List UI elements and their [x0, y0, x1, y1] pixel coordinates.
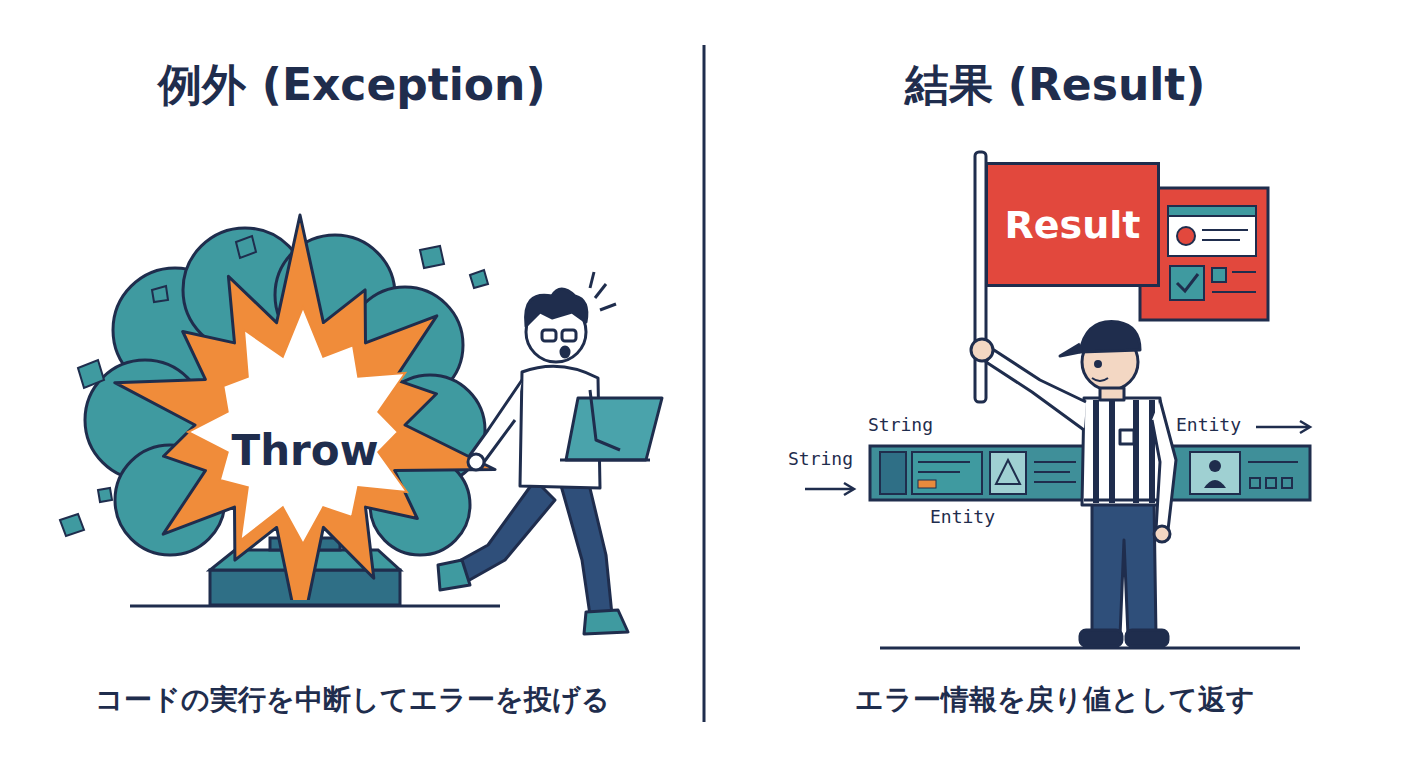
panel-caption: エラー情報を戻り値として返す: [730, 684, 1380, 716]
type-label: Entity: [930, 507, 995, 528]
result-flag: Result: [985, 162, 1160, 287]
explosion-core: [188, 307, 407, 544]
type-label: String: [788, 449, 853, 470]
ground-line: [880, 647, 1300, 650]
node-text: Result: [988, 203, 1157, 247]
panel-heading: 結果 (Result): [755, 60, 1355, 111]
running-developer: [438, 272, 662, 634]
ground-line: [130, 605, 500, 608]
type-label: Entity: [1176, 415, 1241, 436]
explosion-shape: [60, 200, 500, 600]
type-label: String: [868, 415, 933, 436]
node-text: Throw: [180, 426, 430, 475]
data-pipeline-band: [870, 446, 1310, 500]
explosion-node: Throw: [60, 200, 500, 600]
panel-caption: コードの実行を中断してエラーを投げる: [22, 684, 682, 716]
divider-line: [703, 45, 706, 722]
explosion-outer: [115, 215, 495, 600]
panel-heading: 例外 (Exception): [52, 60, 652, 111]
referee: [971, 322, 1176, 646]
